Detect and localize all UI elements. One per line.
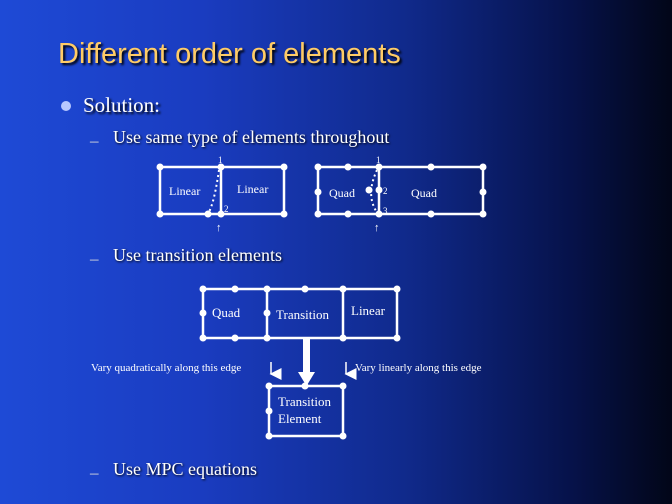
transition-element-line1: Transition — [278, 394, 331, 409]
right-linear-label: Linear — [237, 182, 268, 196]
linear-label: Linear — [351, 303, 386, 318]
subitem-mpc: Use MPC equations — [113, 459, 257, 479]
up-arrow-icon: ↑ — [374, 222, 380, 234]
diagram-transition: Quad Transition Linear Vary quadraticall… — [91, 285, 482, 440]
node-2-label: 2 — [383, 186, 388, 196]
transition-element-line2: Element — [278, 411, 322, 426]
linear-edge-note: Vary linearly along this edge — [355, 362, 482, 374]
right-quad-label: Quad — [411, 186, 437, 200]
dash-icon: – — [90, 131, 99, 150]
quadratic-edge-note: Vary quadratically along this edge — [91, 362, 241, 374]
subitem-transition: Use transition elements — [113, 245, 282, 265]
diagram-linear-linear: Linear Linear 1 2 ↑ — [156, 155, 288, 234]
node-3-label: 3 — [383, 206, 388, 216]
node-1-label: 1 — [218, 155, 223, 165]
dash-icon: – — [90, 249, 99, 268]
solution-label: Solution: — [83, 93, 161, 117]
left-quad-label: Quad — [329, 186, 355, 200]
node-2-label: 2 — [224, 204, 229, 214]
up-arrow-icon: ↑ — [216, 222, 222, 234]
subitem-same-type: Use same type of elements throughout — [113, 127, 390, 147]
transition-label: Transition — [276, 307, 329, 322]
node-1-label: 1 — [376, 155, 381, 165]
slide-title: Different order of elements — [58, 38, 401, 70]
quad-label: Quad — [212, 305, 241, 320]
diagram-quad-quad: Quad Quad 1 2 3 ↑ — [314, 155, 487, 234]
left-linear-label: Linear — [169, 184, 200, 198]
bullet-icon — [61, 101, 71, 111]
dash-icon: – — [90, 463, 99, 482]
